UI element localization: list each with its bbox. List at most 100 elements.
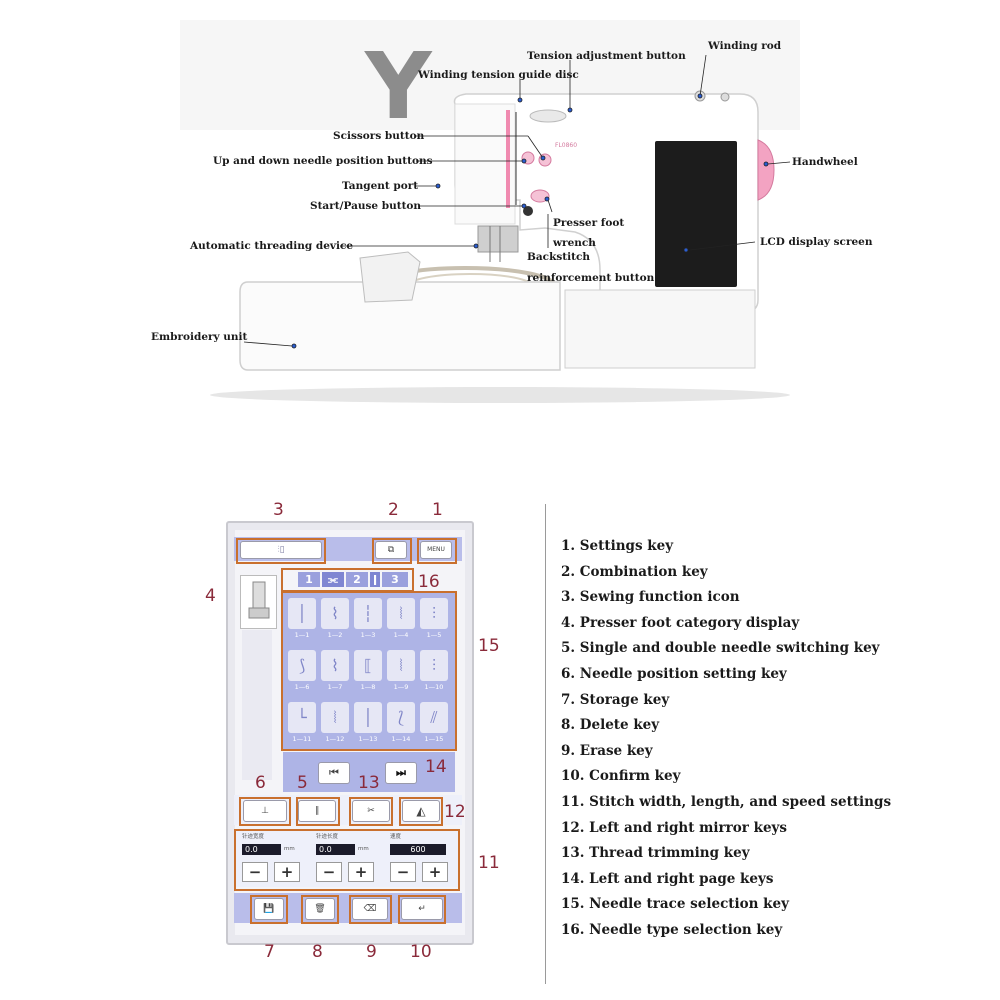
stitch-cell[interactable]: ⦚ <box>321 702 349 733</box>
legend-item: 11. Stitch width, length, and speed sett… <box>561 794 892 810</box>
stitch-cell[interactable]: ⦚ <box>387 650 415 681</box>
callout-lcd: LCD display screen <box>760 236 873 248</box>
stitch-cell[interactable]: ⌇ <box>321 598 349 629</box>
brand-mark: Y <box>364 33 433 140</box>
number-8: 8 <box>312 942 323 962</box>
number-15: 15 <box>478 636 500 656</box>
stitch-label: 1—4 <box>393 631 409 639</box>
stitch-cell[interactable]: ┆ <box>354 598 382 629</box>
callout-reinforcement: reinforcement button <box>527 272 655 284</box>
erase-key[interactable]: ⌫ <box>352 898 388 920</box>
number-2: 2 <box>388 500 399 520</box>
page-right-key[interactable]: ⏭ <box>385 762 417 784</box>
number-10: 10 <box>410 942 432 962</box>
stitch-cell[interactable]: ⟅ <box>387 702 415 733</box>
highlight-6 <box>239 797 291 826</box>
tab-needle-indicator[interactable]: ǀ <box>370 572 380 587</box>
number-6: 6 <box>255 773 266 793</box>
callout-scissors: Scissors button <box>333 130 425 142</box>
highlight-2 <box>372 538 412 564</box>
width-label: 针迹宽度 <box>242 834 265 840</box>
stitch-cell[interactable]: └ <box>288 702 316 733</box>
tab-3[interactable]: 3 <box>382 572 408 587</box>
stitch-label: 1—11 <box>292 735 312 743</box>
stitch-cell[interactable]: ⦚ <box>387 598 415 629</box>
storage-key[interactable]: 💾 <box>254 898 284 920</box>
callout-winding-tension-disc: Winding tension guide disc <box>418 69 579 81</box>
highlight-1 <box>417 538 457 564</box>
page-keys-band <box>283 752 455 792</box>
number-13: 13 <box>358 773 380 793</box>
legend-item: 15. Needle trace selection key <box>561 896 789 913</box>
mirror-key[interactable]: ◭ <box>402 800 440 822</box>
number-1: 1 <box>432 500 443 520</box>
stitch-cell[interactable]: │ <box>354 702 382 733</box>
callout-needle-position: Up and down needle position buttons <box>213 155 433 167</box>
stitch-label: 1—12 <box>325 735 345 743</box>
combination-key[interactable]: ⧉ <box>375 541 407 559</box>
legend-item: 12. Left and right mirror keys <box>561 819 787 836</box>
legend-item: 6. Needle position setting key <box>561 666 787 682</box>
length-minus-button[interactable]: − <box>316 862 342 882</box>
legend-item: 14. Left and right page keys <box>561 870 774 887</box>
number-5: 5 <box>297 773 308 793</box>
stitch-cell[interactable]: ⫽ <box>420 702 448 733</box>
callout-winding-rod: Winding rod <box>708 40 782 52</box>
stitch-label: 1—6 <box>294 683 310 691</box>
number-12: 12 <box>444 802 466 822</box>
legend-item: 2. Combination key <box>561 563 708 580</box>
number-3: 3 <box>273 500 284 520</box>
sewing-function-icon[interactable]: ⫶▯ <box>240 541 322 559</box>
stitch-cell[interactable]: ⟆ <box>288 650 316 681</box>
highlight-15 <box>281 591 457 751</box>
callout-presser-foot: Presser foot <box>553 217 625 229</box>
stitch-cell[interactable]: ⫶ <box>420 650 448 681</box>
stitch-label: 1—9 <box>393 683 409 691</box>
width-minus-button[interactable]: − <box>242 862 268 882</box>
number-9: 9 <box>366 942 377 962</box>
number-16: 16 <box>418 572 440 592</box>
stitch-cell[interactable]: ⟦ <box>354 650 382 681</box>
stitch-label: 1—8 <box>360 683 376 691</box>
callout-embroidery-unit: Embroidery unit <box>151 331 248 343</box>
callout-wrench: wrench <box>553 237 596 249</box>
tab-2[interactable]: 2 <box>346 572 368 587</box>
speed-minus-button[interactable]: − <box>390 862 416 882</box>
speed-plus-button[interactable]: + <box>422 862 448 882</box>
thread-trimming-key[interactable]: ✂ <box>352 800 390 822</box>
tab-needle-switch[interactable]: ⫘ <box>322 572 344 587</box>
legend-item: 13. Thread trimming key <box>561 845 750 862</box>
width-plus-button[interactable]: + <box>274 862 300 882</box>
stitch-label: 1—15 <box>424 735 444 743</box>
confirm-key[interactable]: ↵ <box>401 898 443 920</box>
stitch-label: 1—14 <box>391 735 411 743</box>
legend-item: 8. Delete key <box>561 717 660 734</box>
length-plus-button[interactable]: + <box>348 862 374 882</box>
legend-item: 4. Presser foot category display <box>561 614 800 631</box>
divider-line <box>545 504 546 984</box>
callout-auto-threading: Automatic threading device <box>190 240 354 252</box>
svg-text:FL0860: FL0860 <box>555 142 577 149</box>
sewing-machine-illustration: Y FL0860 <box>180 20 800 403</box>
stitch-label: 1—3 <box>360 631 376 639</box>
single-double-needle-key[interactable]: ∥ <box>298 800 336 822</box>
number-4: 4 <box>205 586 216 606</box>
page-left-key[interactable]: ⏮ <box>318 762 350 784</box>
needle-position-key[interactable]: ⊥ <box>243 800 287 822</box>
stitch-settings-area <box>234 829 458 887</box>
delete-key[interactable]: 🗑 <box>305 898 335 920</box>
stitch-label: 1—7 <box>327 683 343 691</box>
highlight-16 <box>281 568 414 592</box>
speed-label: 速度 <box>390 834 402 840</box>
length-unit: mm <box>358 846 369 852</box>
stitch-cell[interactable]: │ <box>288 598 316 629</box>
stitch-cell[interactable]: ⫶ <box>420 598 448 629</box>
stitch-cell[interactable]: ⌇ <box>321 650 349 681</box>
tab-1[interactable]: 1 <box>298 572 320 587</box>
highlight-8 <box>301 895 339 924</box>
stitch-label: 1—13 <box>358 735 378 743</box>
speed-value: 600 <box>390 844 446 855</box>
length-label: 针迹长度 <box>316 834 339 840</box>
highlight-10 <box>398 895 446 924</box>
settings-key[interactable]: MENU <box>420 541 452 559</box>
